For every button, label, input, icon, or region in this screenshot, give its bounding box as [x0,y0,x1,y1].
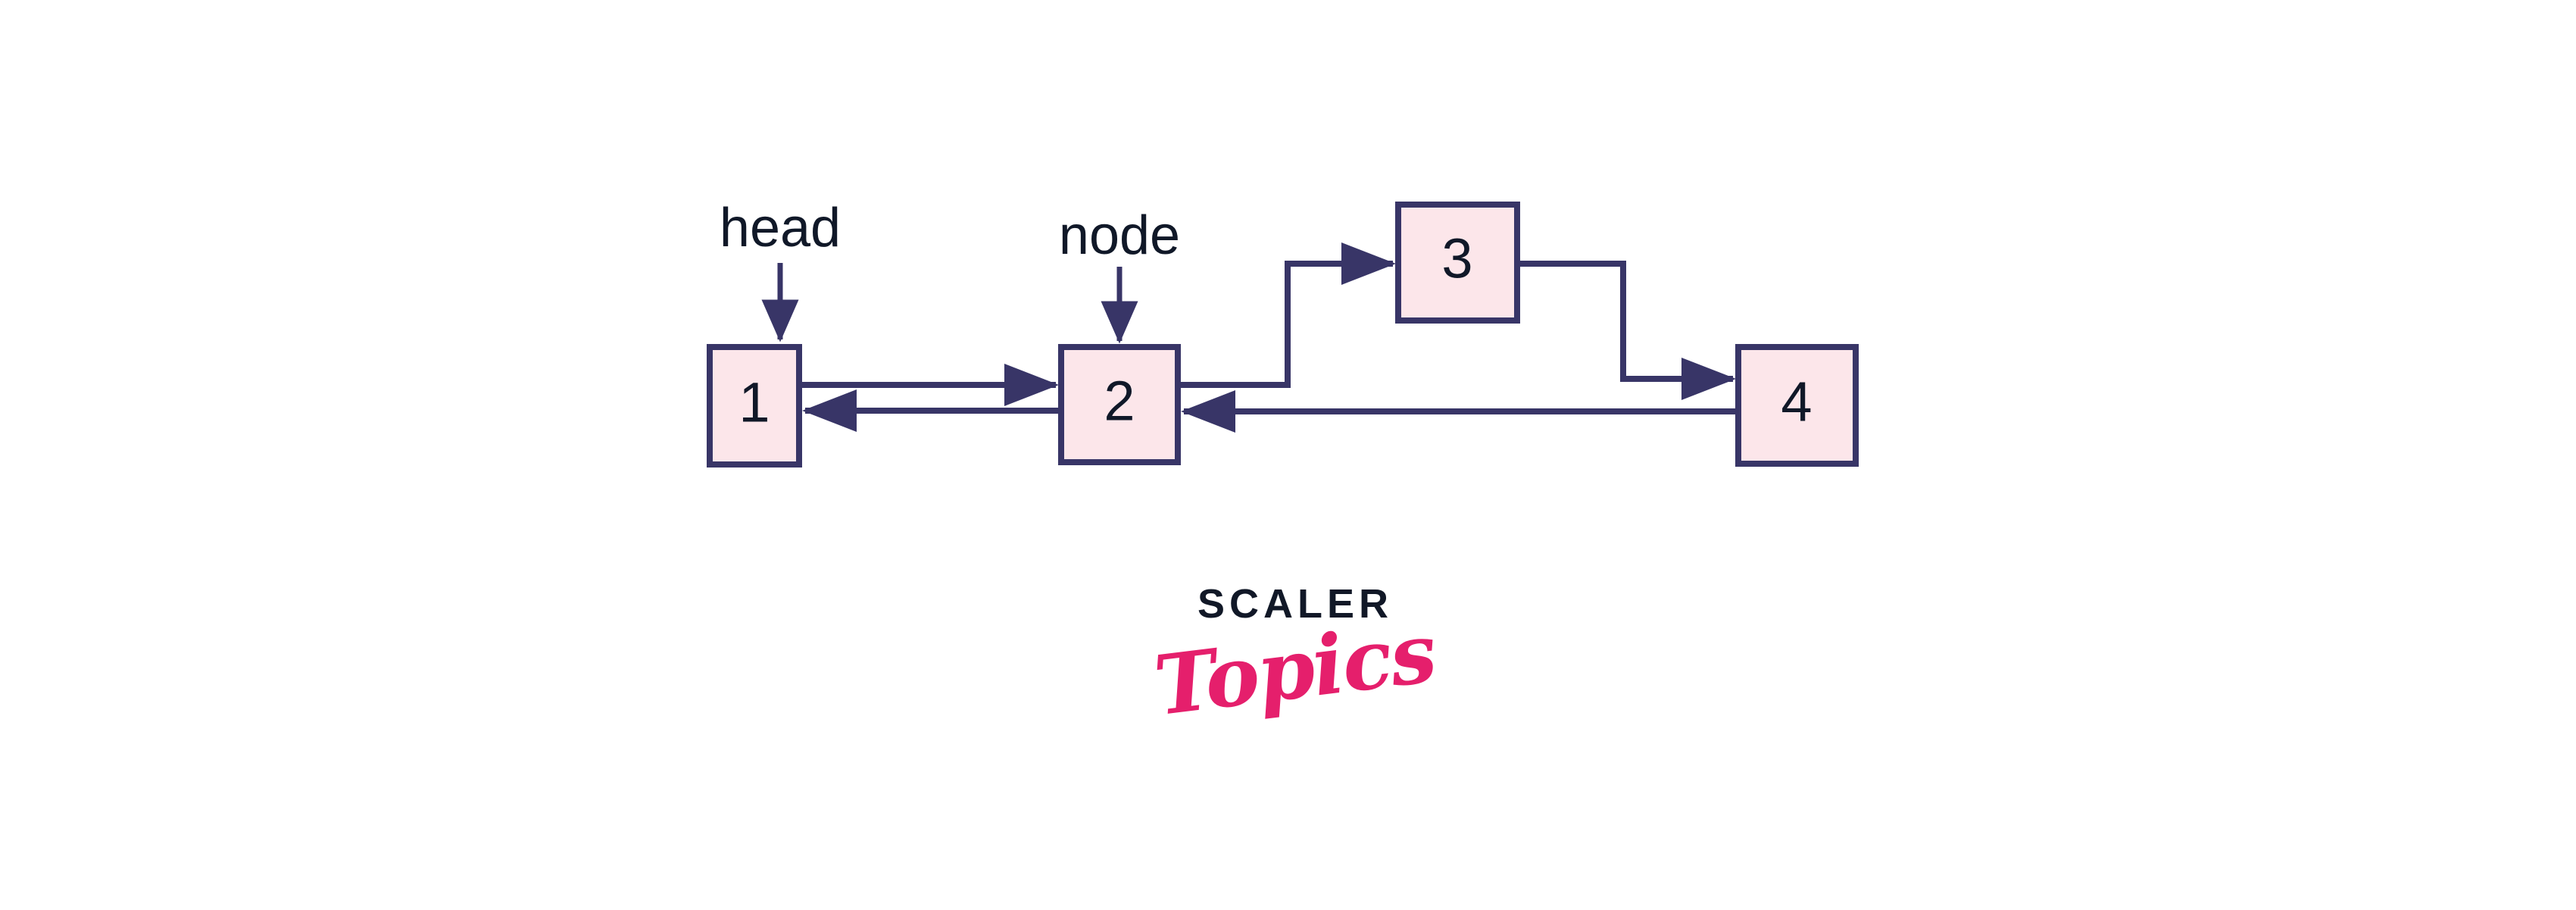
pointer-label-node: node [1059,205,1180,266]
list-node-1[interactable]: 1 [707,344,802,468]
node-value-4: 4 [1781,371,1812,433]
node-value-1: 1 [738,371,770,434]
link-node2-to-node3 [1178,242,1396,388]
brand-logo: SCALER Topics [1083,581,1507,734]
node-box-3[interactable] [1395,202,1520,324]
node-box-1[interactable] [707,344,802,468]
brand-wordmark-scaler: SCALER [1197,581,1393,627]
link-node3-to-node4 [1517,261,1736,400]
node-box-4[interactable] [1735,344,1859,467]
node-box-2[interactable] [1058,344,1181,465]
list-node-3[interactable]: 3 [1395,202,1520,324]
node-value-2: 2 [1104,370,1135,433]
list-node-4[interactable]: 4 [1735,344,1859,467]
list-node-2[interactable]: 2 [1058,344,1181,465]
brand-script-topics: Topics [1150,605,1441,735]
node-value-3: 3 [1441,227,1472,290]
pointer-label-head: head [720,198,841,258]
